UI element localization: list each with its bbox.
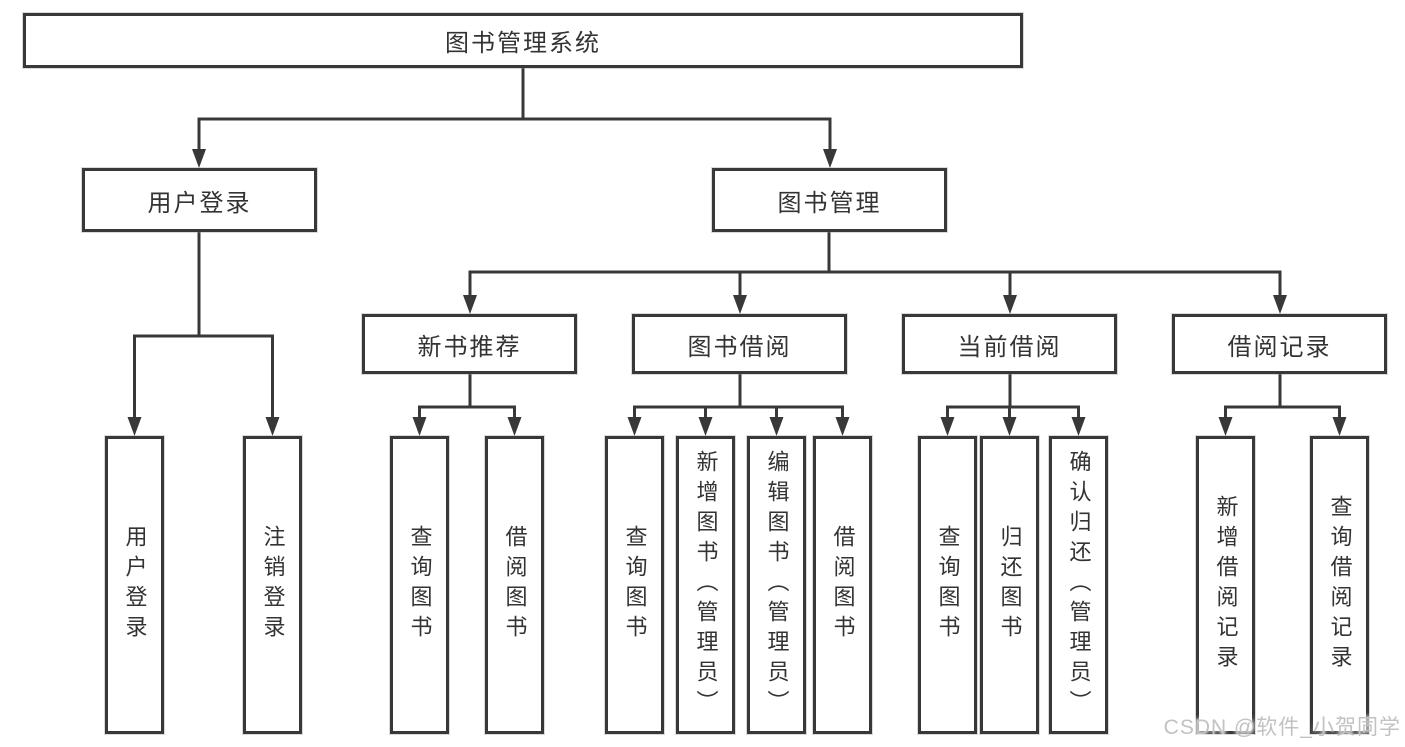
arrowhead-icon [823, 149, 837, 168]
leaf-borrowing-query-books: 查询图书 [605, 436, 664, 734]
arrowhead-icon [412, 417, 427, 436]
leaf-edit-books-admin: 编辑图书（管理员） [747, 436, 806, 734]
node-user-login: 用户登录 [82, 168, 317, 232]
leaf-new-books-query-books: 查询图书 [390, 436, 449, 734]
arrowhead-icon [463, 295, 477, 314]
connector-user-login-to-leaves [133, 230, 274, 422]
arrowhead-icon [127, 417, 142, 436]
node-book-management: 图书管理 [712, 168, 947, 232]
leaf-borrowing-borrow-books: 借阅图书 [813, 436, 872, 734]
arrowhead-icon [1218, 417, 1233, 436]
arrowhead-icon [835, 417, 850, 436]
arrowhead-icon [1332, 417, 1347, 436]
arrowhead-icon [627, 417, 642, 436]
leaf-add-borrow-record: 新增借阅记录 [1196, 436, 1255, 734]
leaf-new-books-borrow-books: 借阅图书 [485, 436, 544, 734]
leaf-confirm-return-admin: 确认归还（管理员） [1049, 436, 1108, 734]
connector-book-mgmt-to-level3 [468, 230, 1282, 298]
node-book-borrowing: 图书借阅 [632, 314, 847, 374]
node-library-system: 图书管理系统 [23, 13, 1023, 68]
node-new-book-recommend: 新书推荐 [362, 314, 577, 374]
arrowhead-icon [698, 417, 713, 436]
arrowhead-icon [1003, 295, 1017, 314]
arrowhead-icon [265, 417, 280, 436]
leaf-query-borrow-record: 查询借阅记录 [1310, 436, 1369, 734]
arrowhead-icon [507, 417, 522, 436]
connector-new-books-to-leaves [418, 372, 516, 422]
arrowhead-icon [192, 149, 206, 168]
connector-current-borrow-to-leaves [946, 372, 1080, 422]
leaf-return-books: 归还图书 [980, 436, 1039, 734]
connector-borrow-records-to-leaves [1224, 372, 1341, 422]
node-current-borrowing: 当前借阅 [902, 314, 1117, 374]
arrowhead-icon [1273, 295, 1287, 314]
arrowhead-icon [940, 417, 955, 436]
node-borrowing-records: 借阅记录 [1172, 314, 1387, 374]
arrowhead-icon [769, 417, 784, 436]
arrowhead-icon [1071, 417, 1086, 436]
leaf-add-books-admin: 新增图书（管理员） [676, 436, 735, 734]
arrowhead-icon [733, 295, 747, 314]
csdn-watermark: CSDN @软件_小贺同学 [1163, 716, 1401, 739]
connector-root-to-level2 [197, 66, 832, 154]
arrowhead-icon [1002, 417, 1017, 436]
leaf-logout: 注销登录 [243, 436, 302, 734]
connector-book-borrow-to-leaves [633, 372, 844, 422]
leaf-user-login: 用户登录 [105, 436, 164, 734]
leaf-current-query-books: 查询图书 [918, 436, 977, 734]
